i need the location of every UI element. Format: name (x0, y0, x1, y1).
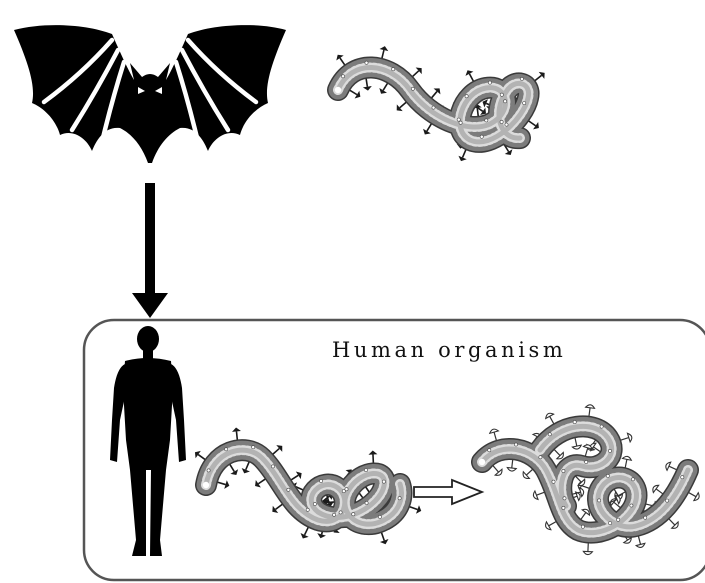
organism-box-label: Human organism (332, 338, 566, 362)
virus-bat (334, 45, 547, 163)
virus-human-mutated (479, 404, 701, 555)
arrow-down-icon (132, 183, 168, 318)
arrow-right-icon (414, 480, 482, 504)
bat-icon (14, 25, 286, 163)
virus-human-initial (192, 427, 422, 546)
human-silhouette-icon (110, 326, 186, 556)
